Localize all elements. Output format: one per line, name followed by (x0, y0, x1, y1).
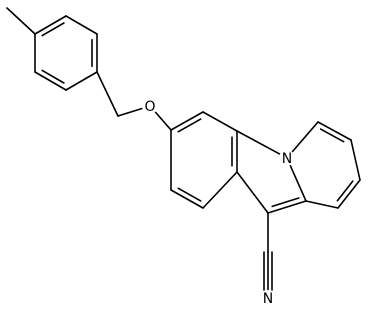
atom-backdrop-n1 (279, 150, 295, 166)
bond-o1-b1 (154, 111, 172, 131)
bond-b4-b5 (202, 171, 238, 209)
atom-backdrop-n2 (260, 290, 276, 306)
bond-c1-c2 (34, 15, 67, 35)
bond-c11-b4 (236, 171, 269, 214)
bond-c1-c2-inner (41, 22, 65, 37)
bond-c10-c11 (267, 200, 307, 214)
bond-p3-p4-inner (336, 180, 354, 202)
bond-p1-p2-inner (319, 128, 345, 143)
bond-c_ch2-o1 (117, 107, 144, 117)
bond-c_me-c1 (6, 7, 36, 35)
bond-p2-p3 (350, 139, 361, 181)
bond-p4-c10 (305, 200, 339, 209)
bond-c4-c5 (65, 71, 98, 91)
atom-label-n1: N (282, 151, 292, 167)
bond-c5-c6-inner (41, 69, 65, 84)
bond-layer (6, 7, 361, 291)
bond-b1-b2-inner (177, 118, 202, 133)
bond-n1-p1 (291, 121, 319, 153)
bond-c10-c11-inner (271, 197, 300, 208)
bond-p3-p4 (337, 179, 361, 209)
bond-c2-c3 (65, 15, 98, 35)
bond-b5-b6 (170, 189, 204, 209)
bond-b1-b2 (170, 111, 204, 131)
bond-c4-c_ch2 (96, 71, 119, 117)
atom-label-layer: O N N (142, 98, 295, 307)
atom-backdrop-o1 (142, 98, 158, 114)
bond-b5-b6-inner (177, 187, 202, 202)
atom-label-n2: N (263, 291, 273, 307)
bond-p1-p2 (317, 121, 352, 141)
bond-b3-n1 (236, 130, 281, 155)
bond-b2-b3 (202, 111, 238, 132)
bond-c5-c6 (34, 71, 67, 91)
bond-n1-c10 (289, 164, 307, 202)
atom-label-o1: O (144, 99, 155, 115)
